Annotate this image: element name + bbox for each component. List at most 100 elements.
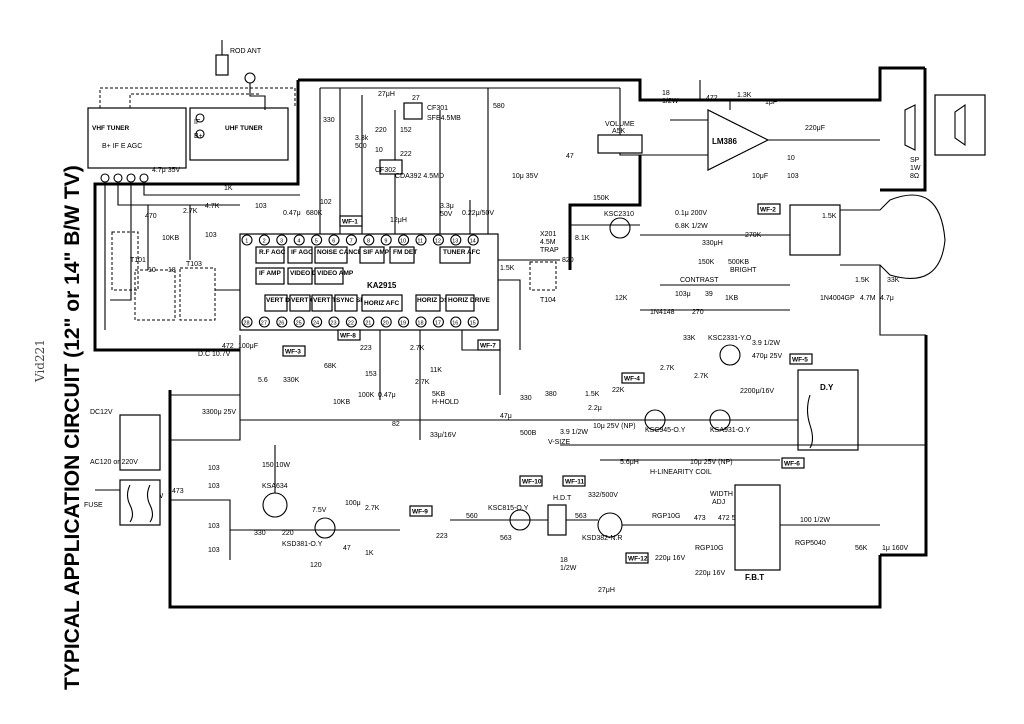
ic-pin-label-26: 26 [278, 321, 284, 327]
ic-pin-16 [450, 316, 462, 328]
transistor-ksc2310 [609, 217, 631, 239]
r-680k: 680K [306, 210, 323, 217]
uhf-pin-b: B+ [194, 133, 203, 140]
transistor-ksc2331 [719, 344, 741, 366]
r-12k: 12K [615, 295, 628, 302]
block-video-det: VIDEO DET [290, 270, 325, 277]
ic-pin-18 [415, 316, 427, 328]
ksc815-label: KSC815-O.Y [488, 505, 529, 512]
c-153: 153 [365, 371, 377, 378]
hdt-label: H.D.T [553, 495, 572, 502]
r-150k: 150K [593, 195, 610, 202]
vr-500b: 500B [520, 430, 537, 437]
wf-tag-label: WF-9 [412, 509, 428, 516]
ic-pin-label-23: 23 [330, 321, 336, 327]
r-1k3: 1.3K [737, 92, 752, 99]
c-152: 152 [400, 127, 412, 134]
r-6k8: 6.8K 1/2W [675, 223, 708, 230]
r-270: 270 [692, 309, 704, 316]
c-103-h: 103 [208, 547, 220, 554]
r-330k: 330K [283, 377, 300, 384]
r-120: 120 [310, 562, 322, 569]
ic-pin-5 [311, 234, 323, 246]
r-8k1: 8.1K [575, 235, 590, 242]
block-sync-sep: SYNC SEP [336, 297, 370, 304]
ic-pin-14 [467, 234, 479, 246]
speaker-label: SP [910, 157, 920, 164]
ic-pin-label-19: 19 [400, 321, 406, 327]
r-5-6: 5.6 [258, 377, 268, 384]
r-2k7-d: 2.7K [694, 373, 709, 380]
block-if-agc: IF AGC [291, 249, 313, 256]
watermark: Vid221 [33, 339, 47, 383]
transistor-ksd382 [597, 512, 623, 538]
cda-label: CDA392 4.5MD [395, 173, 444, 180]
sound-if-section: CF301 SFE4.5MB CF302 CDA392 4.5MD 27μH 2… [283, 87, 620, 234]
ksc945-label: KSC945-O.Y [645, 427, 686, 434]
d-7v5: 7.5V [312, 507, 327, 514]
speaker-box [934, 94, 986, 156]
fuse-label: FUSE [84, 502, 103, 509]
vr-500kb: 500KB [728, 259, 749, 266]
r-330: 330 [323, 117, 335, 124]
r-half-w-b: 1/2W [560, 565, 577, 572]
x201-val: 4.5M [540, 239, 556, 246]
c-103: 103 [255, 203, 267, 210]
ic-pin-1 [241, 234, 253, 246]
ic-pin-label-15: 15 [470, 321, 476, 327]
ic-pin-24 [311, 316, 323, 328]
r-4m7: 4.7M [860, 295, 876, 302]
block-fm-det: FM DET [393, 249, 417, 256]
r-330-c: 330 [254, 530, 266, 537]
c-33u: 33μ/16V [430, 432, 457, 439]
ksd382-label: KSD382-N.R [582, 535, 622, 542]
lm386-amp [707, 109, 770, 171]
cf301-val: SFE4.5MB [427, 115, 461, 122]
ic-pin-19 [398, 316, 410, 328]
block-noise-cancel: NOISE CANCEL [317, 249, 366, 256]
c-220u: 220μ 16V [655, 555, 685, 562]
vr-1kb: 1KB [725, 295, 739, 302]
flyback-transformer [734, 484, 781, 571]
wf-tag-box [562, 475, 586, 487]
c-472: 472 [222, 343, 234, 350]
vr-10kb-b: 10KB [333, 399, 350, 406]
wf-tag-box [621, 372, 645, 384]
ic-pin-11 [415, 234, 427, 246]
l-27uh-b: 27μH [598, 587, 615, 594]
r-33k-b: 33K [683, 335, 696, 342]
c-2u2: 2.2μ [588, 405, 602, 412]
r-68k: 68K [324, 363, 337, 370]
waveform-tags: WF-1WF-2WF-3WF-4WF-5WF-6WF-7WF-8WF-9WF-1… [282, 203, 813, 564]
hhold-label: H-HOLD [432, 399, 459, 406]
uhf-pin-if: IF [194, 119, 200, 126]
r-10-b: 10 [375, 147, 383, 154]
c-10u-np: 10μ 25V (NP) [593, 423, 636, 430]
c-3300u: 3300μ 25V [202, 409, 236, 416]
block-vert-drive: VERT DRIVE [266, 297, 306, 304]
r-100k: 100K [358, 392, 375, 399]
r-82: 82 [392, 421, 400, 428]
ic-pin-3 [276, 234, 288, 246]
c-27: 27 [412, 95, 420, 102]
ic-pin-27 [258, 316, 270, 328]
r-100-half-w: 100 1/2W [800, 517, 830, 524]
c-103-d: 103μ [675, 291, 691, 298]
ic-pin-label-1: 1 [245, 239, 248, 245]
r-4k7: 4.7K [205, 203, 220, 210]
width-label: WIDTH [710, 491, 733, 498]
t104-label: T104 [540, 297, 556, 304]
r-47: 47 [566, 153, 574, 160]
ic-pin-label-5: 5 [315, 239, 318, 245]
wf-tag-label: WF-7 [480, 343, 496, 350]
fbt-label: F.B.T [745, 573, 764, 582]
speaker-ohm: 8Ω [910, 173, 919, 180]
l-5u6: 5.6μH [620, 459, 639, 466]
r-33k: 33K [887, 277, 900, 284]
ic-pin-label-22: 22 [348, 321, 354, 327]
h-lin-label: H-LINEARITY COIL [650, 469, 712, 476]
cf301-label: CF301 [427, 105, 448, 112]
r-11k: 11K [430, 367, 442, 374]
ic-pin-22 [345, 316, 357, 328]
c-222: 222 [400, 151, 412, 158]
